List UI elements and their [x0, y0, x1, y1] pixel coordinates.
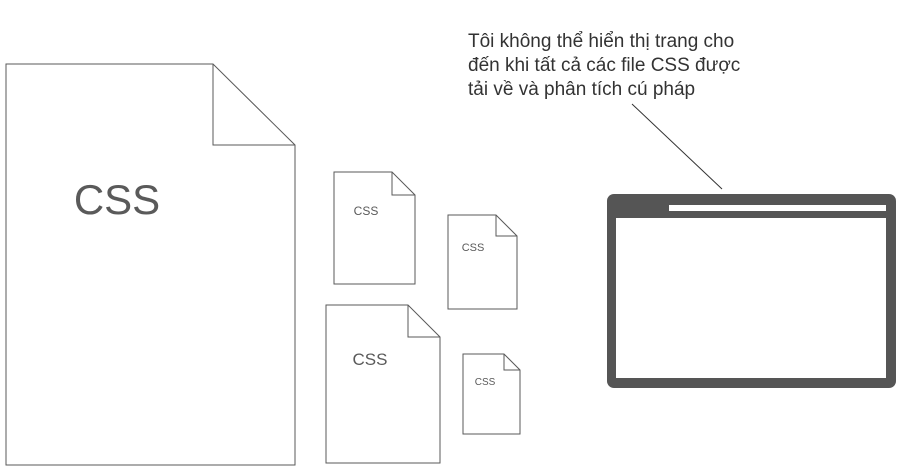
document-fold: [212, 64, 295, 146]
document-label: CSS: [462, 242, 485, 254]
browser-window-icon: [607, 194, 896, 388]
document-label: CSS: [353, 350, 388, 369]
caption-leader-line: [631, 103, 723, 190]
document-outline: [333, 171, 416, 285]
document-fold: [503, 354, 520, 371]
caption-line-1: Tôi không thể hiển thị trang cho: [468, 31, 734, 52]
document-label: CSS: [475, 377, 496, 388]
document-fold: [407, 305, 440, 338]
browser-caption: Tôi không thể hiển thị trang cho đến khi…: [468, 31, 740, 100]
css-file-icon-small-3: CSS: [462, 353, 521, 435]
document-outline: [447, 214, 518, 310]
caption-line-2: đến khi tất cả các file CSS được: [468, 55, 740, 76]
document-label: CSS: [74, 176, 160, 223]
caption-line-3: tải về và phân tích cú pháp: [468, 79, 695, 100]
document-fold: [391, 172, 415, 196]
css-file-icon-medium: CSS: [325, 304, 441, 464]
browser-address-bar: [669, 205, 886, 211]
css-file-icon-large: CSS: [5, 63, 296, 466]
css-file-icon-small-1: CSS: [333, 171, 416, 285]
document-fold: [495, 215, 517, 237]
css-file-icon-small-2: CSS: [447, 214, 518, 310]
document-outline: [325, 304, 441, 464]
document-outline: [5, 63, 296, 466]
browser-viewport: [616, 218, 886, 378]
document-label: CSS: [354, 204, 379, 218]
document-outline: [462, 353, 521, 435]
